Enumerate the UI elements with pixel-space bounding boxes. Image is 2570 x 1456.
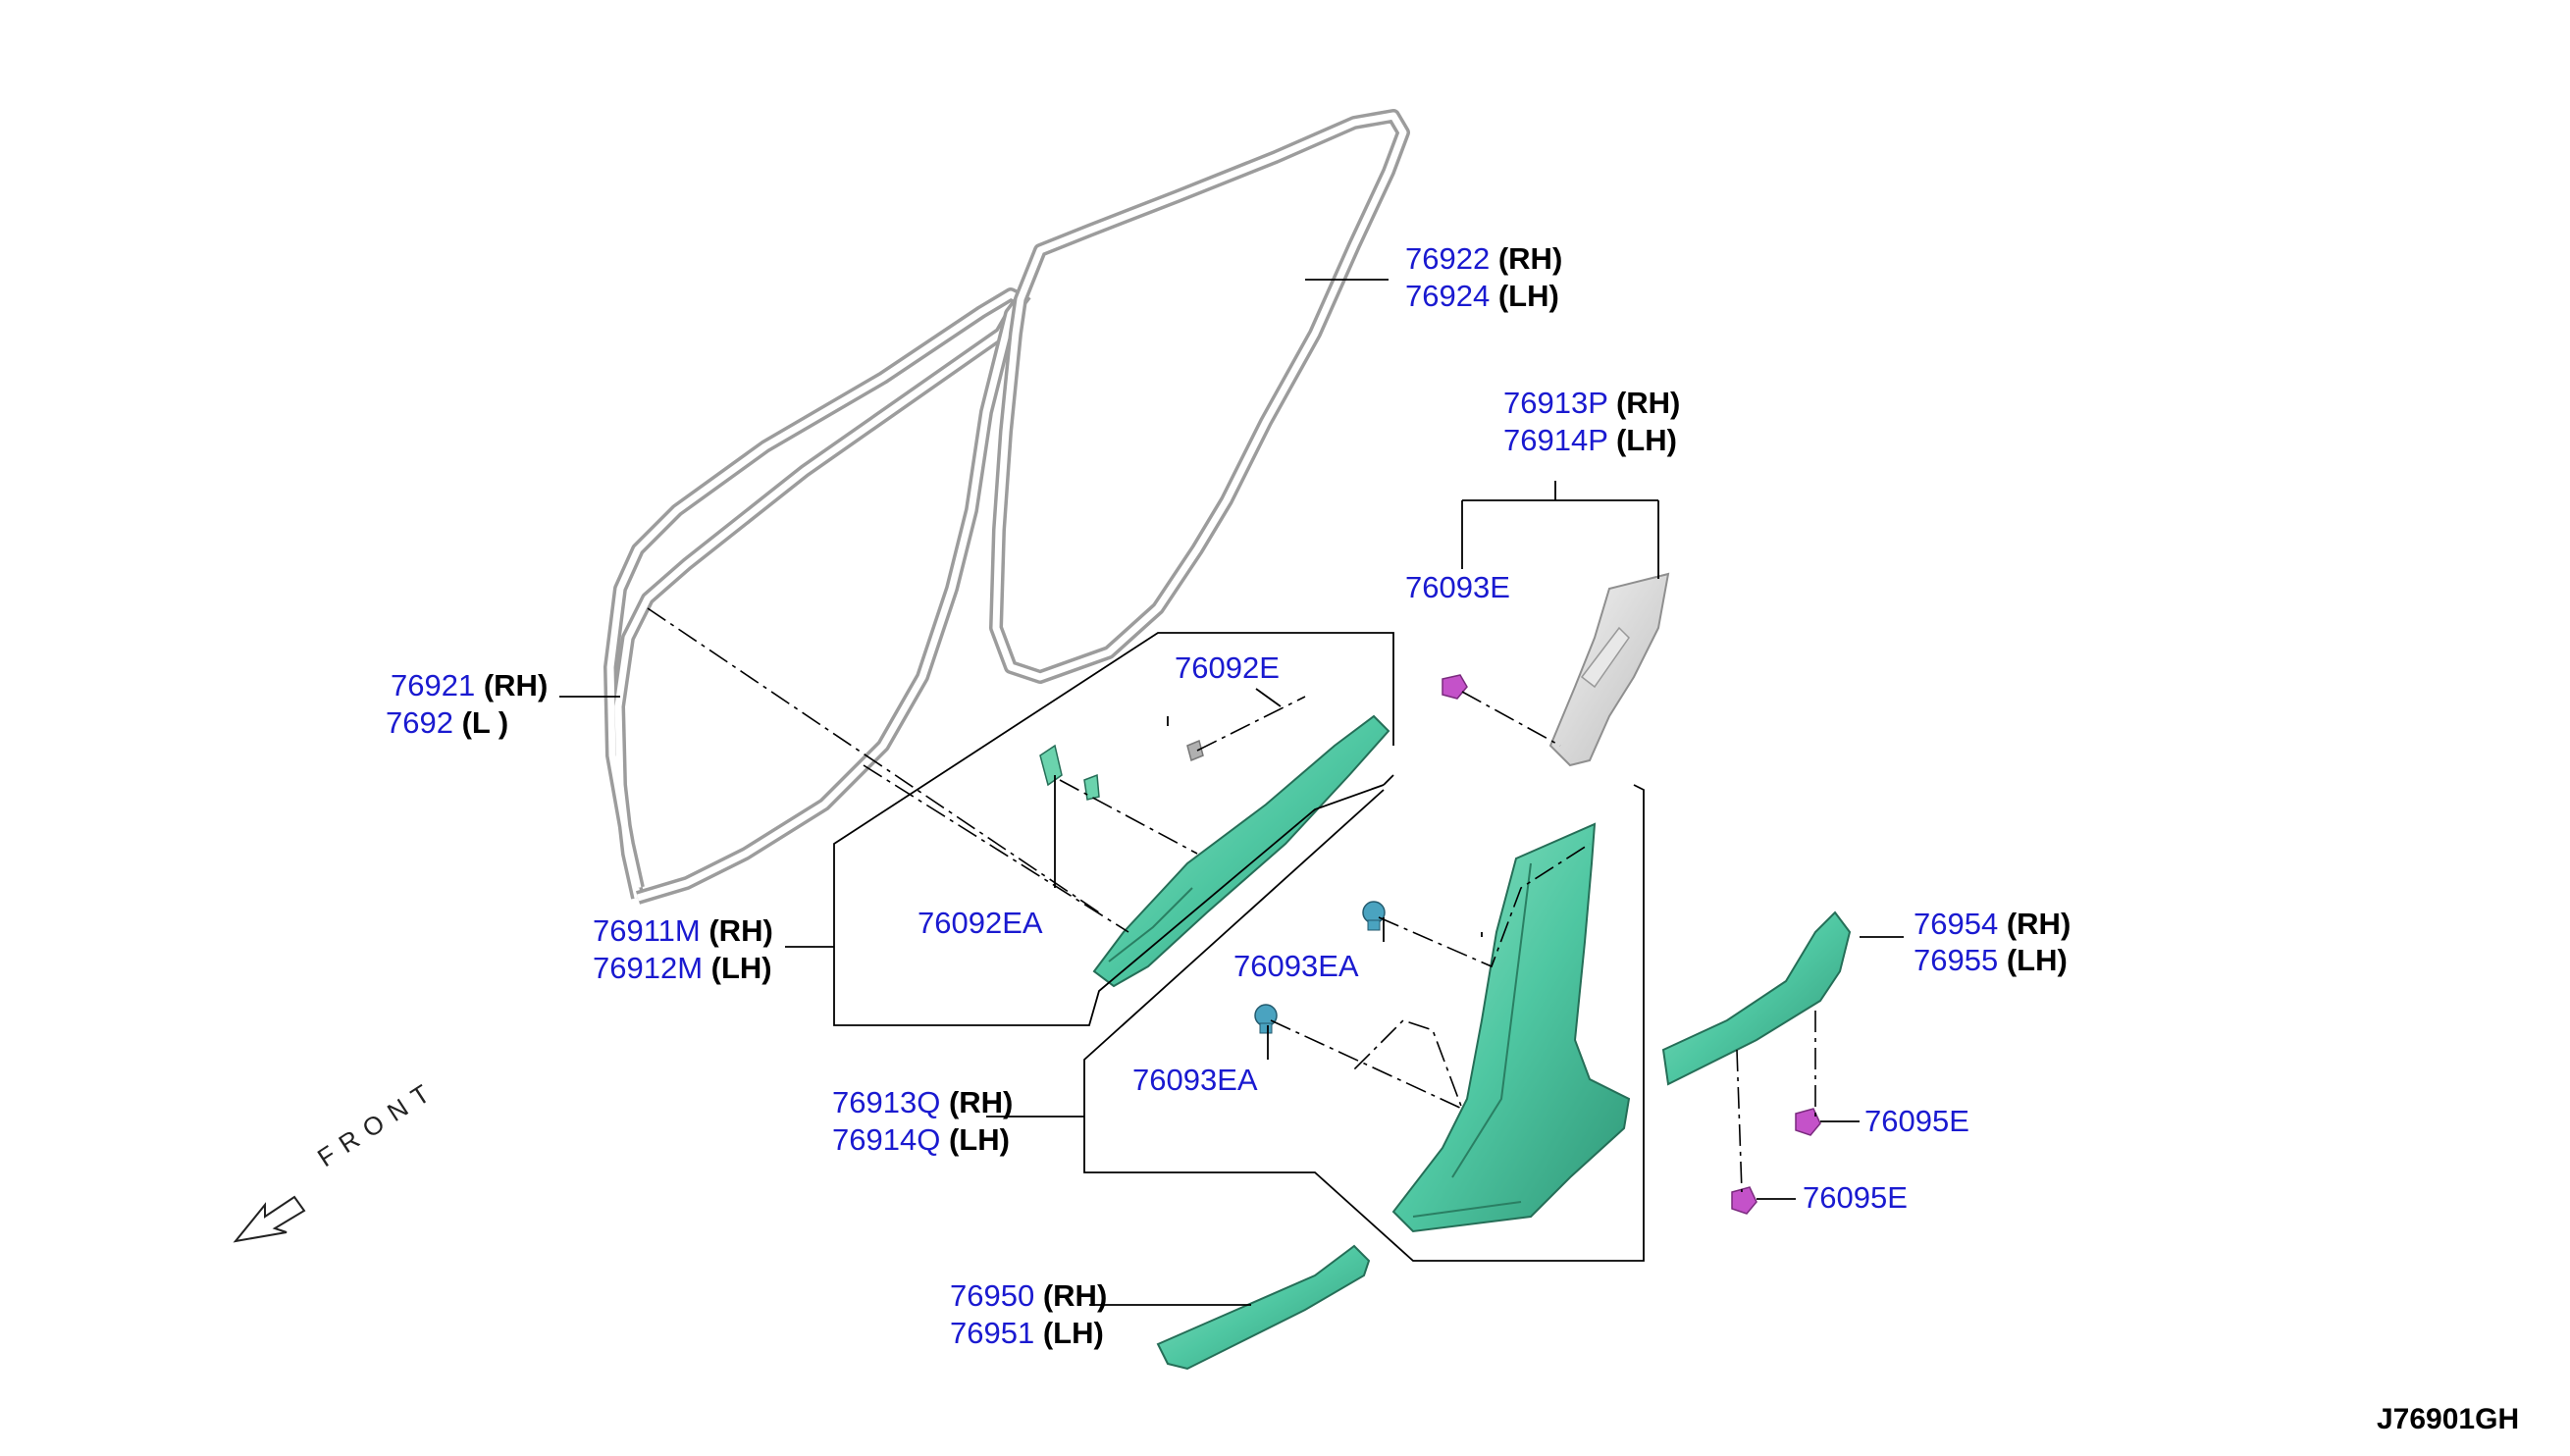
part-number-76093E[interactable]: 76093E bbox=[1405, 570, 1510, 604]
clip-76093EA-lower[interactable] bbox=[1254, 1004, 1278, 1034]
label-76911M: 76911M (RH) bbox=[593, 912, 773, 950]
part-number-76950[interactable]: 76950 bbox=[950, 1278, 1035, 1313]
part-number-76913Q[interactable]: 76913Q bbox=[832, 1085, 941, 1119]
label-76924: 76924 (LH) bbox=[1405, 278, 1559, 315]
clip-76093E[interactable] bbox=[1442, 674, 1468, 700]
label-76093EA-upper: 76093EA bbox=[1233, 948, 1359, 985]
side-76911M: (RH) bbox=[708, 913, 773, 948]
part-number-76912M[interactable]: 76912M bbox=[593, 951, 704, 985]
side-76914P: (LH) bbox=[1615, 423, 1677, 457]
label-76913P: 76913P (RH) bbox=[1503, 385, 1680, 422]
label-76921: 76921 (RH) bbox=[391, 667, 548, 704]
label-76951: 76951 (LH) bbox=[950, 1315, 1104, 1352]
part-number-76914Q[interactable]: 76914Q bbox=[832, 1122, 941, 1157]
part-number-76924[interactable]: 76924 bbox=[1405, 279, 1491, 313]
side-76954: (RH) bbox=[2006, 907, 2072, 941]
rear-door-weatherstrip[interactable] bbox=[989, 109, 1410, 684]
side-76913Q: (RH) bbox=[948, 1085, 1014, 1119]
diagram-code: J76901GH bbox=[2377, 1403, 2520, 1435]
front-kicking-plate[interactable] bbox=[1156, 1244, 1371, 1371]
side-76950: (RH) bbox=[1042, 1278, 1108, 1313]
part-number-76092E[interactable]: 76092E bbox=[1175, 650, 1280, 685]
label-76914Q: 76914Q (LH) bbox=[832, 1121, 1010, 1159]
side-76923: (L ) bbox=[461, 705, 509, 740]
side-76914Q: (LH) bbox=[948, 1122, 1010, 1157]
front-door-weatherstrip[interactable] bbox=[603, 287, 1031, 905]
part-number-76911M[interactable]: 76911M bbox=[593, 913, 701, 948]
part-number-76092EA[interactable]: 76092EA bbox=[918, 906, 1043, 940]
rear-kicking-plate[interactable] bbox=[1661, 910, 1852, 1086]
part-number-76913P[interactable]: 76913P bbox=[1503, 386, 1608, 420]
part-number-76955[interactable]: 76955 bbox=[1914, 943, 1999, 977]
part-number-76093EA-lower[interactable]: 76093EA bbox=[1132, 1063, 1258, 1097]
side-76912M: (LH) bbox=[710, 951, 772, 985]
b-pillar-lower-trim[interactable] bbox=[1391, 822, 1631, 1233]
label-76092EA: 76092EA bbox=[918, 905, 1043, 942]
part-number-76093EA-upper[interactable]: 76093EA bbox=[1233, 949, 1359, 983]
side-76924: (LH) bbox=[1497, 279, 1559, 313]
label-76095E-upper: 76095E bbox=[1864, 1103, 1969, 1140]
part-number-76923[interactable]: 7692 bbox=[386, 705, 453, 740]
a-pillar-trim[interactable] bbox=[1039, 714, 1390, 988]
side-76921: (RH) bbox=[483, 668, 549, 702]
side-76951: (LH) bbox=[1042, 1316, 1104, 1350]
label-76954: 76954 (RH) bbox=[1914, 906, 2071, 943]
label-76922: 76922 (RH) bbox=[1405, 240, 1562, 278]
label-76092E: 76092E bbox=[1175, 650, 1280, 687]
part-number-76921[interactable]: 76921 bbox=[391, 668, 476, 702]
part-number-76914P[interactable]: 76914P bbox=[1503, 423, 1608, 457]
side-76955: (LH) bbox=[2006, 943, 2068, 977]
label-76912M: 76912M (LH) bbox=[593, 950, 772, 987]
leader-lines bbox=[559, 279, 1904, 1306]
clip-76093EA-upper[interactable] bbox=[1362, 901, 1386, 931]
label-76955: 76955 (LH) bbox=[1914, 942, 2068, 979]
side-76913P: (RH) bbox=[1615, 386, 1681, 420]
label-76913Q: 76913Q (RH) bbox=[832, 1084, 1013, 1121]
part-number-76951[interactable]: 76951 bbox=[950, 1316, 1035, 1350]
label-76923: 7692 (L ) bbox=[386, 704, 508, 742]
clip-76095E-upper[interactable] bbox=[1795, 1108, 1821, 1136]
label-76095E-lower: 76095E bbox=[1803, 1179, 1908, 1217]
label-76093E: 76093E bbox=[1405, 569, 1510, 606]
part-number-76095E-lower[interactable]: 76095E bbox=[1803, 1180, 1908, 1215]
label-76914P: 76914P (LH) bbox=[1503, 422, 1677, 459]
part-number-76095E-upper[interactable]: 76095E bbox=[1864, 1104, 1969, 1138]
front-arrow-icon bbox=[233, 1195, 306, 1243]
part-number-76954[interactable]: 76954 bbox=[1914, 907, 1999, 941]
side-76922: (RH) bbox=[1497, 241, 1563, 276]
part-number-76922[interactable]: 76922 bbox=[1405, 241, 1491, 276]
label-76093EA-lower: 76093EA bbox=[1132, 1062, 1258, 1099]
b-pillar-upper-trim[interactable] bbox=[1548, 572, 1670, 767]
assembly-lines bbox=[647, 607, 1816, 1193]
clip-76095E-lower[interactable] bbox=[1731, 1186, 1757, 1215]
label-76950: 76950 (RH) bbox=[950, 1277, 1107, 1315]
